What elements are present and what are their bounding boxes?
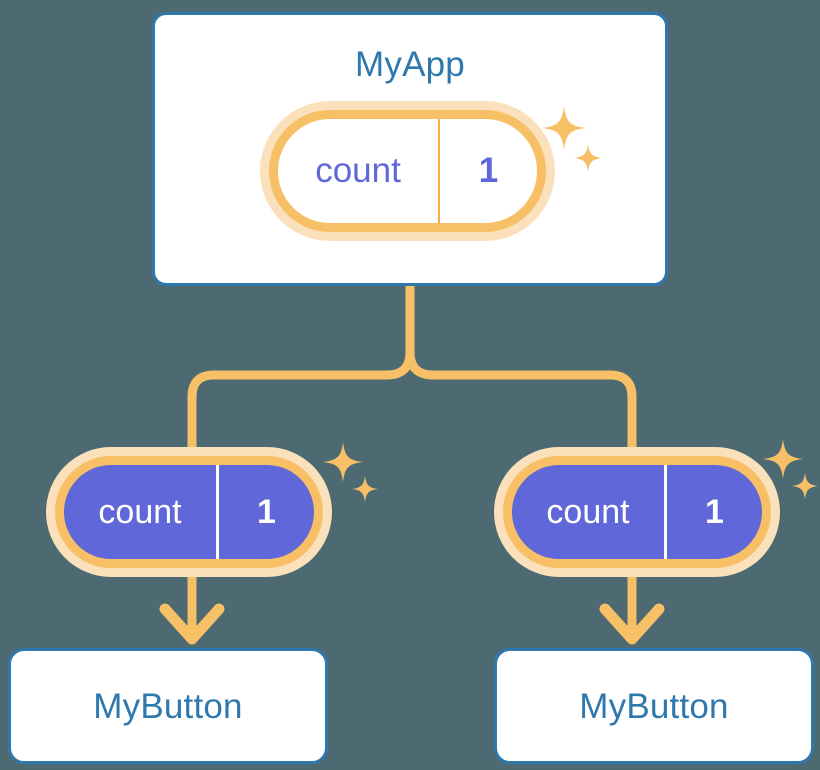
root-state-value: 1 — [438, 119, 537, 223]
sparkle-four-point-small-icon — [792, 473, 818, 499]
arrow-down-icon-left — [159, 573, 225, 645]
arrow-down-icon-right — [599, 573, 665, 645]
child-component-card-right[interactable]: MyButton — [494, 648, 814, 764]
root-state-pill[interactable]: count 1 — [269, 110, 546, 232]
child-component-title-right: MyButton — [579, 687, 729, 726]
branch-right-state-value: 1 — [664, 465, 762, 559]
sparkle-four-point-icon — [323, 442, 363, 482]
branch-right-state-pill[interactable]: count 1 — [503, 456, 771, 568]
child-component-card-left[interactable]: MyButton — [8, 648, 328, 764]
branch-left-state-value: 1 — [216, 465, 314, 559]
root-state-key: count — [315, 151, 401, 190]
tree-split-connector-icon-left — [187, 347, 415, 457]
child-component-title-left: MyButton — [93, 687, 243, 726]
branch-left-state-pill[interactable]: count 1 — [55, 456, 323, 568]
sparkle-group-left — [323, 442, 378, 502]
branch-left-state-key: count — [98, 492, 182, 531]
sparkle-four-point-small-icon — [352, 476, 378, 502]
branch-right-state-key: count — [546, 492, 630, 531]
tree-split-connector-icon-right — [405, 347, 637, 457]
page-title: MyApp — [355, 45, 465, 84]
